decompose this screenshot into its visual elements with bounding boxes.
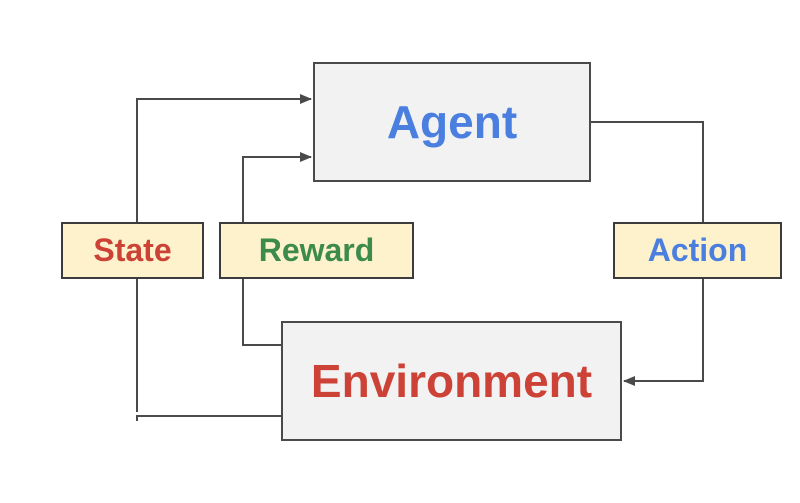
state-label: State (61, 222, 204, 279)
action-connector-top (591, 121, 704, 222)
reward-connector-bottom (242, 279, 281, 346)
state-arrow-to-agent (136, 94, 312, 222)
agent-node: Agent (313, 62, 591, 182)
environment-node: Environment (281, 321, 622, 441)
reward-label: Reward (219, 222, 414, 279)
reward-arrow-to-agent (242, 152, 312, 222)
state-connector-bottom (136, 415, 281, 421)
action-arrow-to-environment (623, 279, 704, 386)
action-label: Action (613, 222, 782, 279)
